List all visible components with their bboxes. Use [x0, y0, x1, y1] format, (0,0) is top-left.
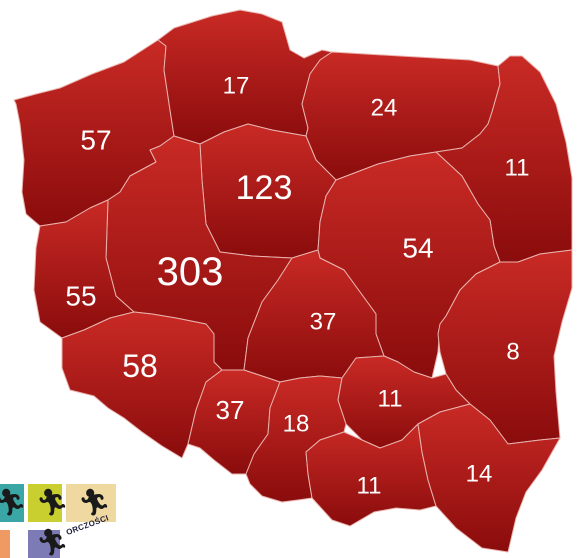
logo-tile — [0, 530, 10, 558]
logo-tile: 🏃︎ — [66, 484, 116, 522]
logo-tile: 🏃︎ — [28, 528, 69, 558]
region-pomorskie[interactable] — [157, 9, 333, 145]
logo-tile: 🏃︎ — [0, 484, 28, 522]
logo-tile: 🏃︎ — [28, 484, 69, 522]
running-figure-icon: 🏃︎ — [36, 488, 70, 518]
region-malopolskie[interactable] — [305, 423, 437, 527]
running-figure-icon: 🏃︎ — [78, 488, 112, 518]
running-figure-icon: 🏃︎ — [36, 528, 70, 558]
region-podkarpackie[interactable] — [417, 403, 561, 553]
logo: 🏃︎ 🏃︎ 🏃︎ 🏃︎ — [0, 484, 180, 558]
running-figure-icon: 🏃︎ — [0, 488, 28, 518]
